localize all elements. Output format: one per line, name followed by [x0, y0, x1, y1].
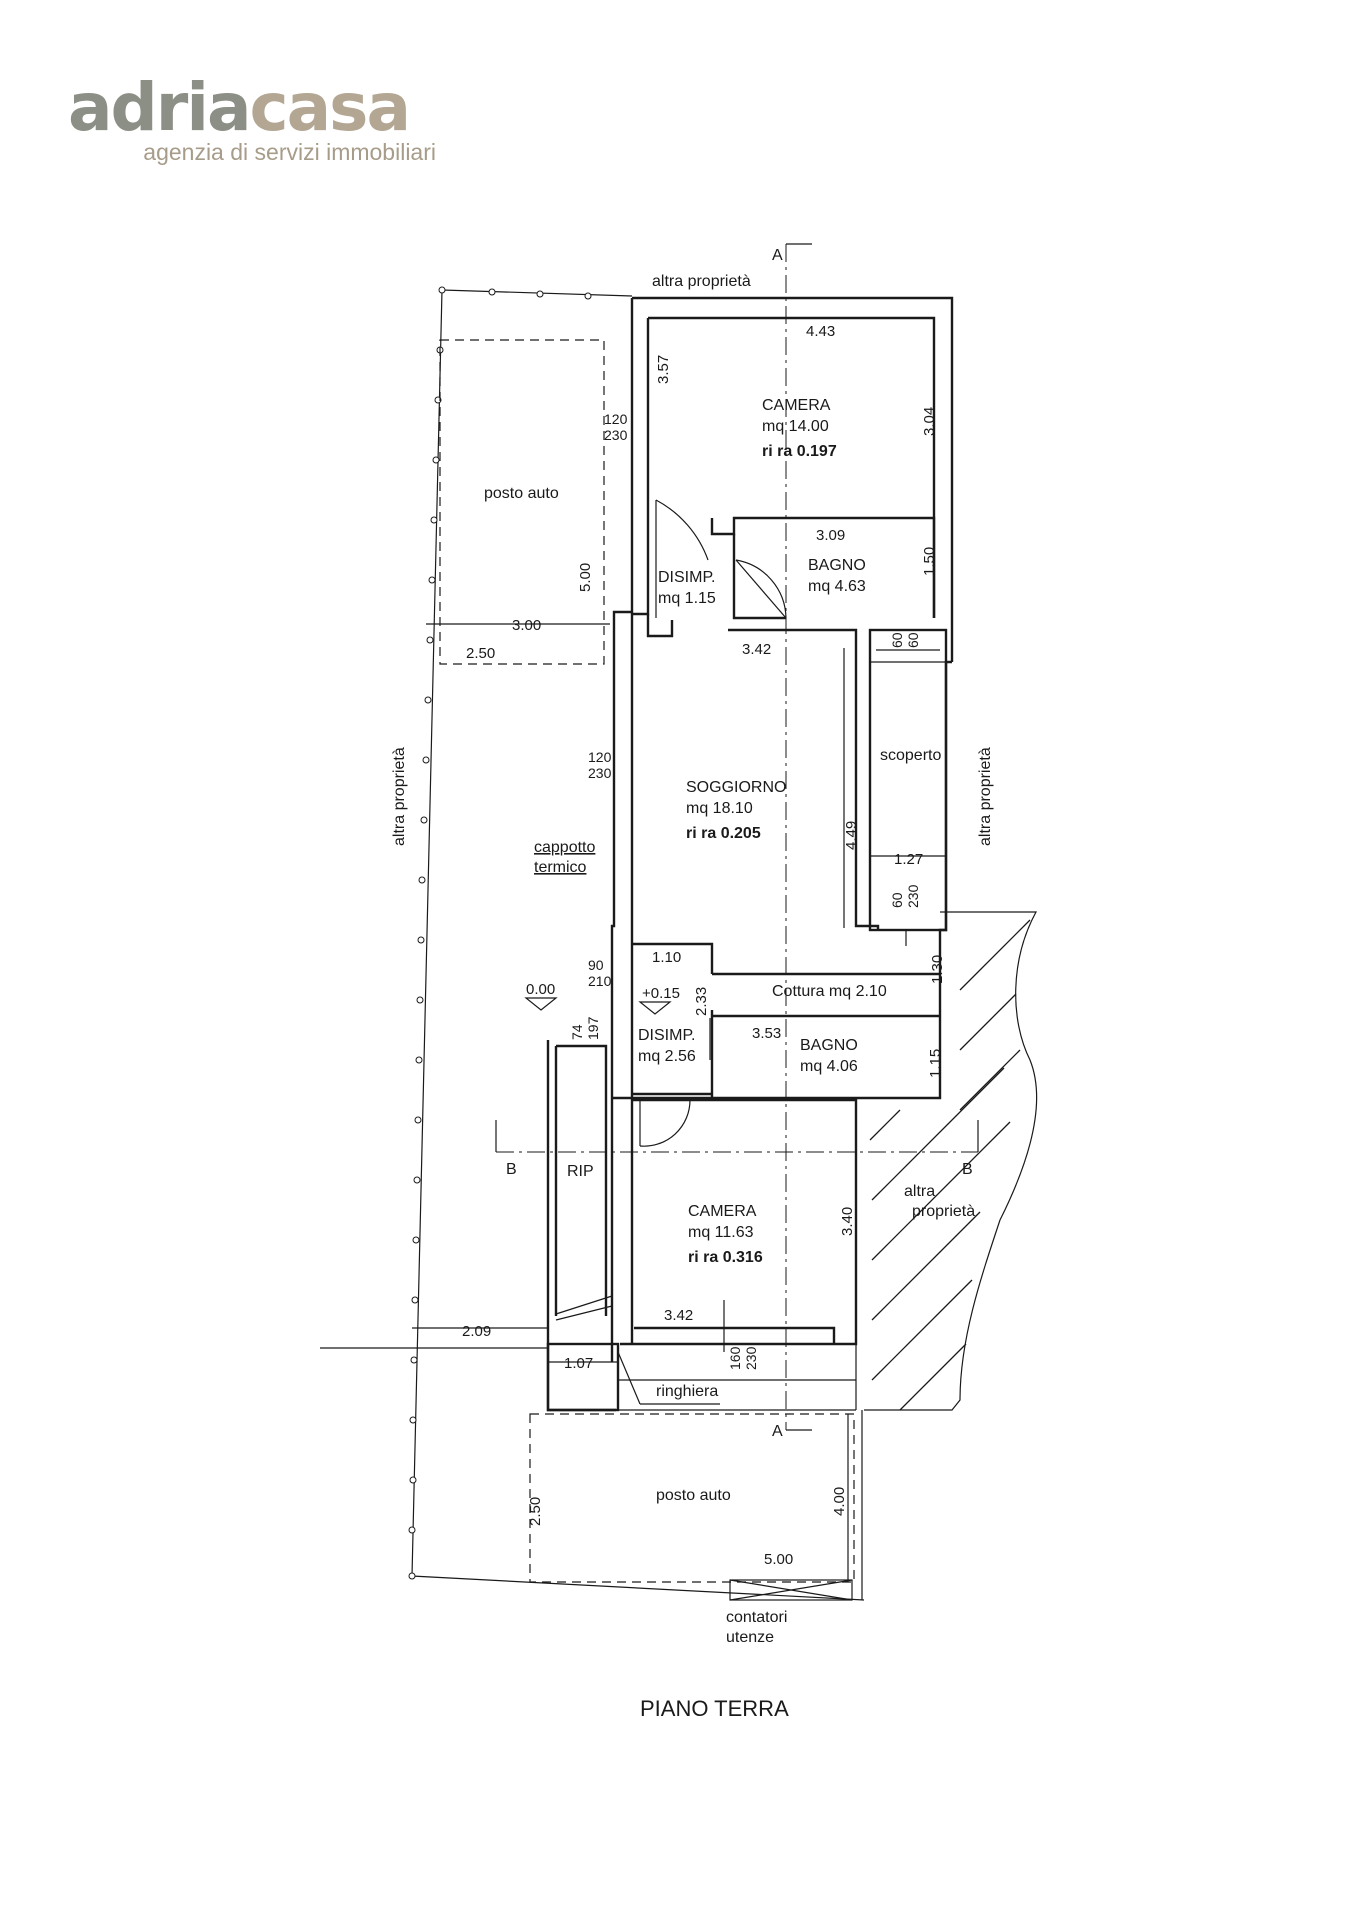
win-230b: 230 [588, 765, 612, 781]
dim-500-top: 5.00 [577, 563, 594, 592]
win-120b: 120 [588, 749, 612, 765]
neighbor-hatching [864, 911, 1038, 1411]
dim-130: 1.30 [929, 955, 946, 984]
dim-110: 1.10 [652, 949, 681, 966]
room-soggiorno-name: SOGGIORNO [686, 779, 786, 796]
room-camera1-name: CAMERA [762, 397, 831, 414]
dim-357: 3.57 [655, 355, 672, 384]
building-walls [546, 296, 954, 1412]
room-camera2-area: mq 11.63 [688, 1224, 754, 1241]
neighbor-top: altra proprietà [652, 273, 751, 290]
dimension-texts: 4.43 3.57 3.04 3.09 1.50 3.42 4.49 1.27 … [462, 323, 946, 1568]
contatori-line1: contatori [726, 1609, 787, 1626]
dim-233: 2.33 [693, 987, 710, 1016]
level-000-marker [524, 997, 558, 1011]
win-160: 160 [727, 1346, 743, 1370]
room-soggiorno-ratio: ri ra 0.205 [686, 825, 761, 842]
dim-342-bottom: 3.42 [664, 1307, 693, 1324]
dim-115: 1.15 [927, 1049, 944, 1078]
section-b-left: B [506, 1161, 517, 1178]
section-b-right: B [962, 1161, 973, 1178]
dim-443: 4.43 [806, 323, 835, 340]
dim-309: 3.09 [816, 527, 845, 544]
room-camera2-name: CAMERA [688, 1203, 757, 1220]
dim-150: 1.50 [921, 547, 938, 576]
neighbor-lower-right-line1: altra [904, 1183, 935, 1200]
dim-304: 3.04 [921, 407, 938, 436]
room-bagno2-name: BAGNO [800, 1037, 858, 1054]
neighbor-left: altra proprietà [391, 747, 408, 846]
door-90: 90 [588, 957, 604, 973]
logo-brand: adriacasa [68, 69, 409, 146]
win-60b: 60 [905, 632, 921, 648]
win-120a: 120 [604, 411, 628, 427]
door-swings [639, 499, 787, 1147]
win-230a: 230 [604, 427, 628, 443]
ringhiera-label: ringhiera [656, 1383, 718, 1400]
level-015-marker [638, 1001, 672, 1015]
dim-400: 4.00 [831, 1487, 848, 1516]
dim-209: 2.09 [462, 1323, 491, 1340]
section-a-bottom: A [772, 1423, 783, 1440]
dim-340: 3.40 [839, 1207, 856, 1236]
room-bagno1-name: BAGNO [808, 557, 866, 574]
dim-107: 1.07 [564, 1355, 593, 1372]
win-230d: 230 [743, 1346, 759, 1370]
room-soggiorno-area: mq 18.10 [686, 800, 753, 817]
plan-title: PIANO TERRA [640, 1696, 789, 1721]
room-rip-name: RIP [567, 1163, 594, 1180]
win-60a: 60 [889, 632, 905, 648]
agency-logo: adriacasa agenzia di servizi immobiliari [68, 69, 436, 165]
level-000: 0.00 [526, 981, 555, 998]
door-197: 197 [585, 1016, 601, 1040]
section-lines [320, 243, 979, 1431]
section-a-top: A [772, 247, 783, 264]
room-camera2-ratio: ri ra 0.316 [688, 1249, 763, 1266]
dim-353: 3.53 [752, 1025, 781, 1042]
room-camera1-area: mq 14.00 [762, 418, 829, 435]
logo-tagline: agenzia di servizi immobiliari [143, 139, 436, 165]
win-60c: 60 [889, 892, 905, 908]
dim-250-bottom: 2.50 [527, 1497, 544, 1526]
room-cottura-name: Cottura mq 2.10 [772, 983, 887, 1000]
room-camera1-ratio: ri ra 0.197 [762, 443, 837, 460]
room-labels: CAMERA mq 14.00 ri ra 0.197 DISIMP. mq 1… [484, 397, 941, 1504]
neighbor-lower-right-line2: proprietà [912, 1203, 975, 1220]
room-bagno1-area: mq 4.63 [808, 578, 866, 595]
room-disimp1-area: mq 1.15 [658, 590, 716, 607]
neighbor-right: altra proprietà [977, 747, 994, 846]
neighbor-labels: altra proprietà altra proprietà altra pr… [391, 247, 994, 1440]
dim-300: 3.00 [512, 617, 541, 634]
door-210: 210 [588, 973, 612, 989]
dimension-lines [412, 623, 946, 1582]
door-74: 74 [569, 1024, 585, 1040]
room-disimp1-name: DISIMP. [658, 569, 716, 586]
dim-127: 1.27 [894, 851, 923, 868]
annotations: cappotto termico 0.00 +0.15 ringhiera co… [524, 839, 789, 1721]
dim-250-top: 2.50 [466, 645, 495, 662]
cappotto-line1: cappotto [534, 839, 595, 856]
dim-342-top: 3.42 [742, 641, 771, 658]
parking-outlines [439, 339, 863, 1601]
win-230c: 230 [905, 884, 921, 908]
room-disimp2-name: DISIMP. [638, 1027, 696, 1044]
logo-brand-part2: casa [250, 69, 409, 146]
dim-500-bottom: 5.00 [764, 1551, 793, 1568]
room-disimp2-area: mq 2.56 [638, 1048, 696, 1065]
contatori-line2: utenze [726, 1629, 774, 1646]
cappotto-line2: termico [534, 859, 587, 876]
room-bagno2-area: mq 4.06 [800, 1058, 858, 1075]
level-015: +0.15 [642, 985, 680, 1002]
logo-brand-part1: adria [68, 69, 250, 146]
dim-449: 4.49 [843, 821, 860, 850]
site-boundary [408, 286, 865, 1601]
parking-bottom-name: posto auto [656, 1487, 731, 1504]
parking-top-name: posto auto [484, 485, 559, 502]
room-scoperto-name: scoperto [880, 747, 941, 764]
